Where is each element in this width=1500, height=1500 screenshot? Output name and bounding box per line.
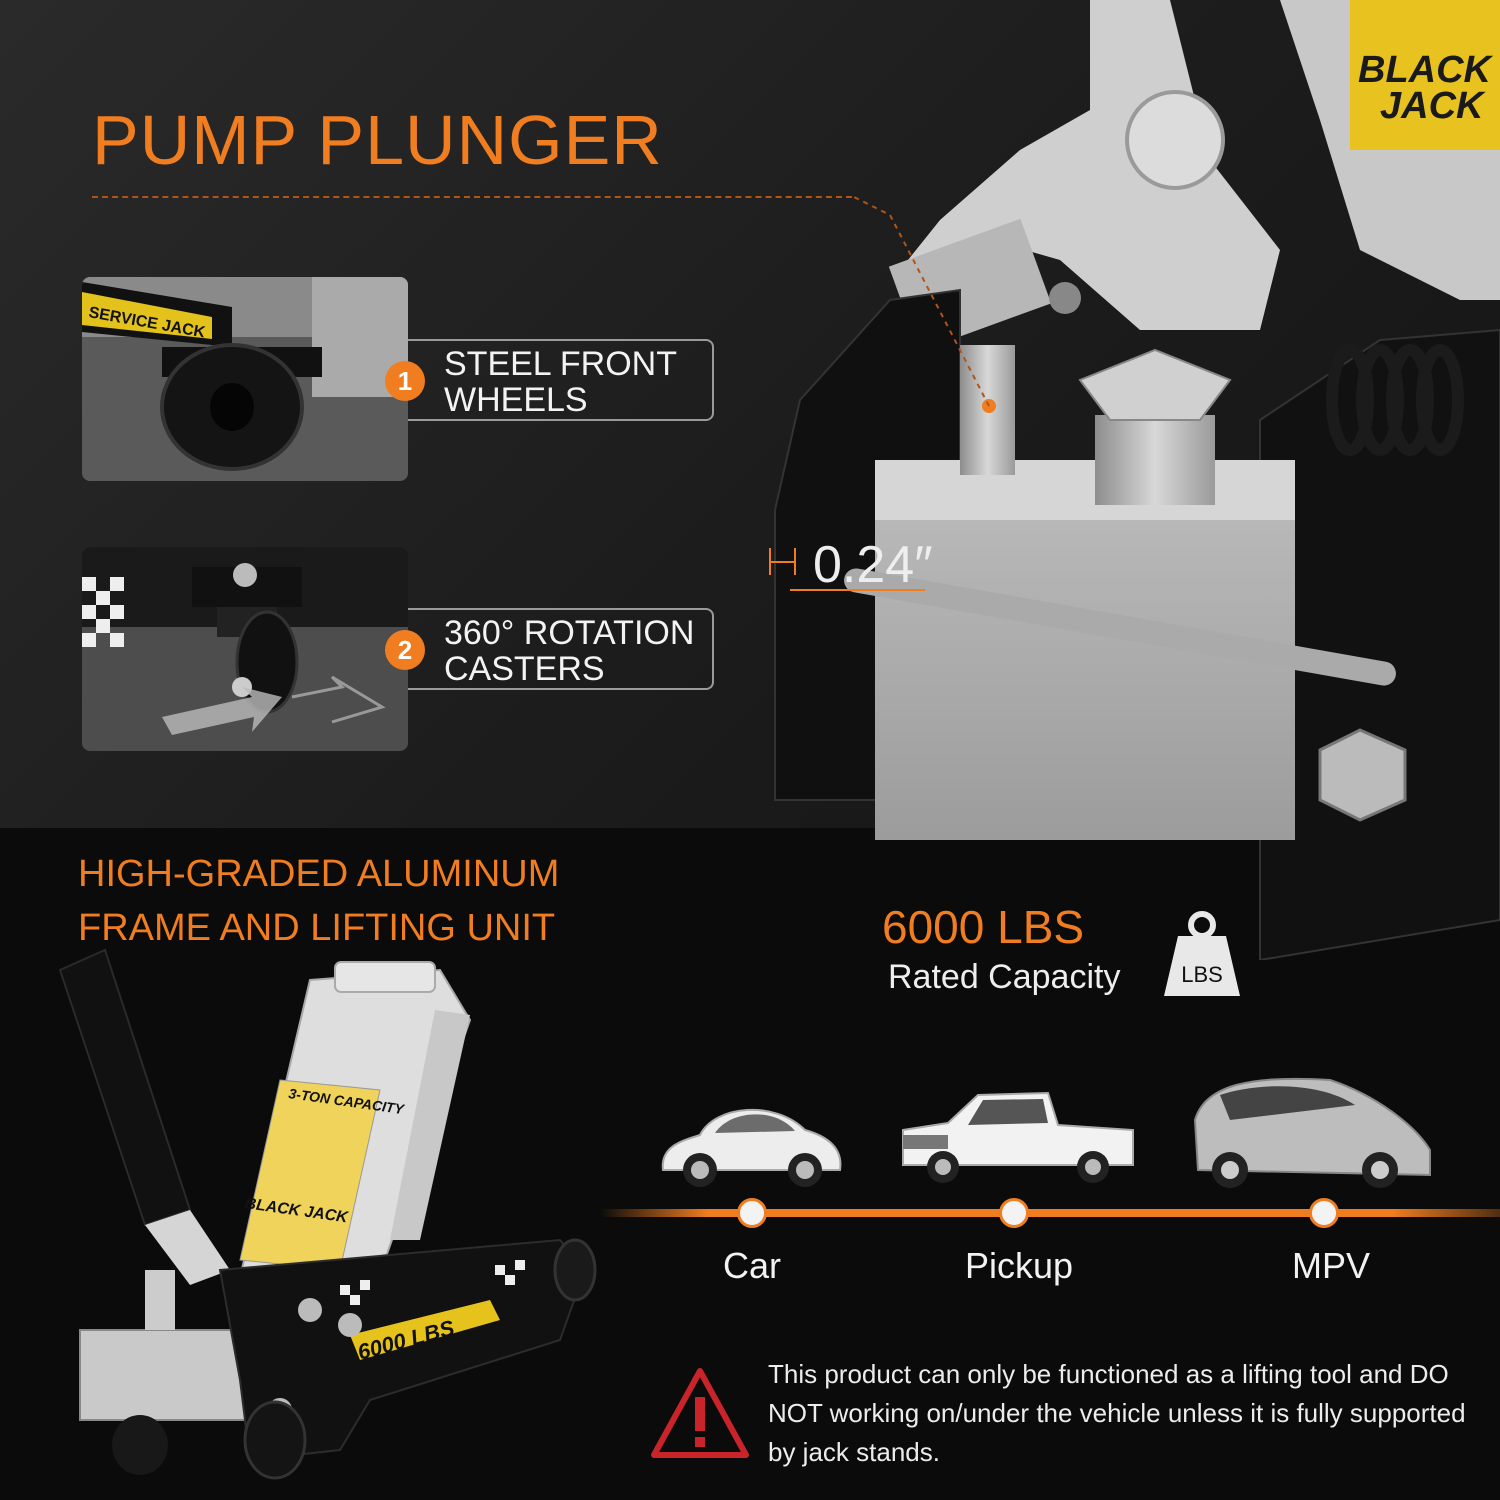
floor-jack-image: 3-TON CAPACITY BLACK JACK 6000 LBS: [58, 948, 597, 1480]
vehicle-timeline: [600, 1209, 1500, 1217]
feature-2-line1: 360° ROTATION: [444, 614, 695, 652]
plunger-label-line1: BLACK: [1358, 49, 1494, 91]
feature-text-2: 360° ROTATION CASTERS: [444, 615, 694, 687]
plunger-label-line2: JACK: [1380, 85, 1486, 127]
warning-icon: [651, 1368, 749, 1458]
feature-badge-1: 1: [385, 361, 425, 401]
vehicle-label-pickup: Pickup: [964, 1245, 1074, 1286]
title-divider: [92, 196, 852, 198]
plunger-measurement: 0.24″: [813, 536, 933, 594]
vehicle-label-mpv: MPV: [1291, 1245, 1370, 1286]
feature-1-line1: STEEL FRONT: [444, 345, 677, 383]
vehicle-label-car: Car: [722, 1245, 781, 1286]
pump-plunger-closeup-image: BLACK JACK: [769, 0, 1500, 960]
car-icon: [661, 1109, 842, 1187]
timeline-dot-mpv: [1309, 1198, 1339, 1228]
page-title: PUMP PLUNGER: [92, 101, 663, 179]
rated-capacity-label: Rated Capacity: [888, 958, 1121, 996]
feature-2-line2: CASTERS: [444, 650, 605, 688]
steel-wheel-thumbnail: SERVICE JACK: [82, 277, 408, 481]
rated-capacity-value: 6000 LBS: [882, 901, 1085, 953]
mpv-icon: [1193, 1077, 1431, 1188]
frame-heading-line1: HIGH-GRADED ALUMINUM: [78, 853, 560, 895]
pickup-icon: [902, 1091, 1134, 1183]
timeline-dot-car: [737, 1198, 767, 1228]
frame-heading-line2: FRAME AND LIFTING UNIT: [78, 907, 556, 949]
caster-thumbnail: [82, 547, 408, 751]
feature-text-1: STEEL FRONT WHEELS: [444, 346, 677, 418]
weight-icon-label: LBS: [1181, 962, 1223, 987]
feature-callout-2: [408, 608, 714, 690]
feature-1-line2: WHEELS: [444, 381, 588, 419]
feature-badge-2: 2: [385, 630, 425, 670]
warning-text: This product can only be functioned as a…: [768, 1359, 1466, 1467]
timeline-dot-pickup: [999, 1198, 1029, 1228]
feature-callout-1: [408, 339, 714, 421]
weight-icon: LBS: [1164, 911, 1240, 996]
frame-heading: HIGH-GRADED ALUMINUM FRAME AND LIFTING U…: [78, 847, 559, 955]
